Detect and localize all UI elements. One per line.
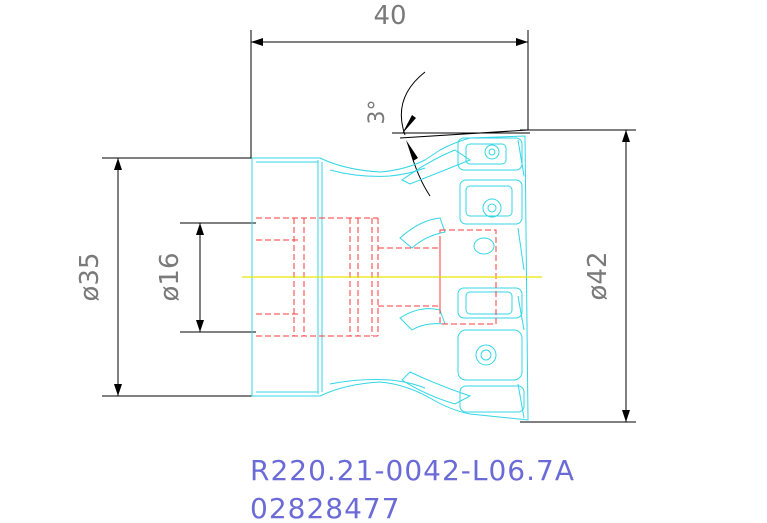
part-number: R220.21-0042-L06.7A bbox=[250, 454, 575, 487]
caption: R220.21-0042-L06.7A 02828477 bbox=[250, 454, 575, 523]
tool-body bbox=[251, 135, 529, 421]
bore-diameter-label: ø16 bbox=[155, 253, 185, 302]
article-code: 02828477 bbox=[250, 492, 401, 523]
length-label: 40 bbox=[373, 1, 406, 31]
bore-diameter-dimension: ø16 bbox=[155, 222, 256, 333]
cutting-diameter-dimension: ø42 bbox=[520, 129, 636, 423]
length-dimension: 40 bbox=[250, 1, 529, 158]
cutting-diameter-label: ø42 bbox=[583, 252, 613, 301]
shank-diameter-label: ø35 bbox=[75, 253, 105, 302]
angle-label: 3° bbox=[365, 100, 390, 125]
angle-dimension: 3° bbox=[365, 71, 530, 197]
shank-diameter-dimension: ø35 bbox=[75, 157, 252, 397]
